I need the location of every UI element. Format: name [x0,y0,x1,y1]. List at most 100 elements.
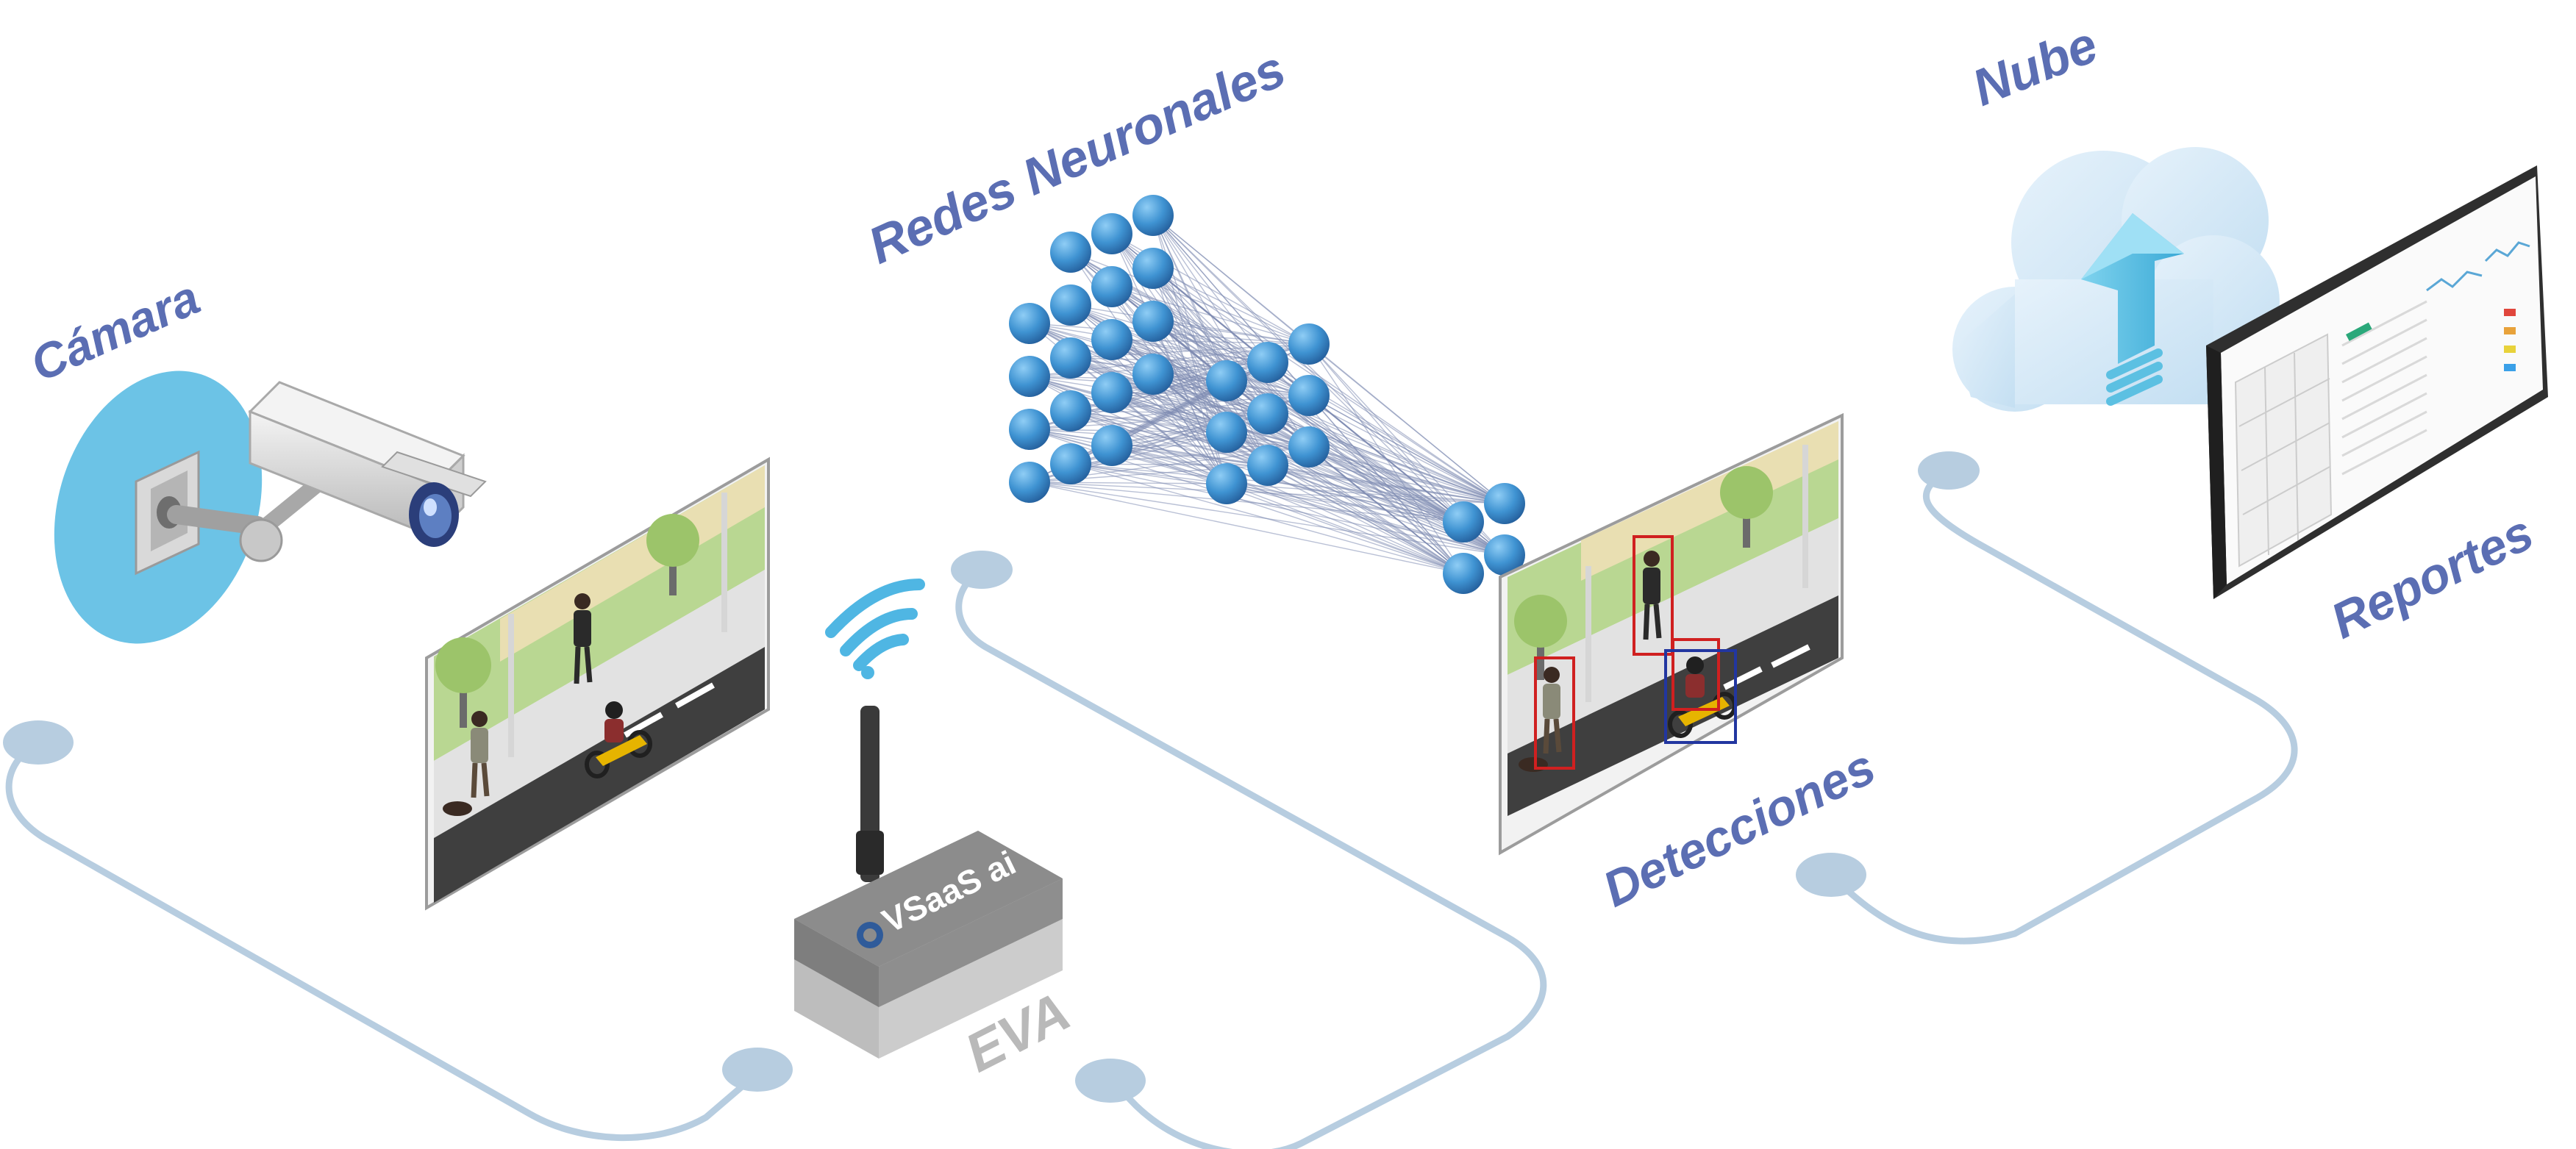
nn-node [1091,425,1132,466]
nn-edge [1308,446,1505,504]
nn-node [1132,354,1174,395]
nn-node [1091,213,1132,254]
nn-node [1009,409,1050,450]
connector-endpoints [3,451,1980,1103]
nn-node [1484,534,1525,576]
nn-node [1009,356,1050,397]
nn-node [1050,232,1091,273]
nn-edge [1111,392,1227,484]
motorcycle-rider-icon [585,701,652,778]
nn-edge [1152,321,1310,396]
detection-box-guard [1534,656,1575,770]
nn-edge [1070,463,1464,523]
camera-illustration [54,371,487,644]
nn-edge [1070,463,1464,574]
nn-edge [1070,410,1464,574]
nn-edge [1308,395,1505,504]
detection-box-rider [1671,638,1720,711]
dashboard-map [2234,333,2333,568]
cloud-label: Nube [1964,15,2105,117]
nn-edge [1111,445,1464,523]
person-icon [1643,551,1662,640]
camera-mount [135,450,324,576]
dashboard-status-colors [2504,309,2516,371]
nn-nodes [1009,195,1525,594]
connector-dot [722,1048,793,1092]
nn-node [1288,375,1330,416]
cloud-icon [1952,147,2280,412]
dashboard-list [2341,300,2427,476]
nn-edge [1226,483,1464,574]
connector-dot [3,720,74,765]
connector-camera-to-eva [5,739,761,1142]
person-icon [574,593,593,684]
nn-node [1206,463,1247,504]
nn-edge [1111,445,1464,574]
detection-box-person [1633,535,1674,656]
tree-icon [435,637,491,728]
nn-node [1247,445,1288,486]
tree-icon [1514,595,1567,680]
dashboard-sparklines [2426,241,2530,292]
nn-edge [1152,215,1505,556]
nn-node [1091,319,1132,360]
nn-node [1050,390,1091,432]
nn-edge [1308,446,1464,574]
nn-edge [1029,482,1464,574]
motorcycle-rider-icon [1668,656,1737,738]
camera-body [248,381,487,547]
nn-node [1132,248,1174,289]
tree-icon [646,514,699,595]
eva-device: VSaaS ai [794,579,1063,1059]
connector-lines [5,470,2298,1149]
upload-arrow-icon [2081,213,2184,406]
nn-edge [1308,343,1505,504]
connector-dot [1075,1059,1146,1103]
nn-edge [1267,465,1464,574]
nn-node [1443,501,1484,543]
nn-edge [1152,268,1310,345]
nn-node [1288,323,1330,365]
nn-edge [1152,215,1269,363]
vsaas-logo-icon [857,922,883,948]
connector-dot [951,551,1013,589]
nn-node [1009,303,1050,344]
detection-box-motorcycle [1664,649,1737,744]
nn-edge [1152,373,1227,484]
nn-node [1206,360,1247,401]
reports-label: Reportes [2322,504,2541,650]
reports-dashboard [2206,165,2548,599]
nn-node [1132,195,1174,236]
wifi-icon [825,579,925,679]
raw-video-screen [425,457,770,911]
nn-edge [1152,215,1464,523]
dashboard-badge [2346,322,2372,341]
tree-icon [1720,466,1773,548]
connector-dot [1918,451,1980,490]
nn-node [1247,342,1288,383]
nn-edge [1152,373,1505,504]
connector-detections-to-cloud [1827,470,2298,945]
nn-node [1050,284,1091,326]
nn-edge [1152,373,1464,574]
guard-with-dog-icon [443,711,490,816]
nn-node [1050,443,1091,484]
connector-dot [1796,853,1866,897]
nn-node [1050,337,1091,379]
nn-edge [1152,268,1464,574]
nn-node [1247,393,1288,434]
guard-with-dog-icon [1519,667,1562,772]
nn-edge [1308,446,1464,523]
connector-eva-to-detections [955,566,1547,1149]
nn-edge [1070,463,1227,484]
detections-screen [1499,412,1844,856]
nn-node [1288,426,1330,468]
nn-edge [1152,268,1505,504]
nn-node [1443,553,1484,594]
nn-edge [1308,343,1464,523]
neural-network [1009,195,1525,594]
nn-node [1091,266,1132,307]
nn-node [1132,301,1174,342]
nn-edge [1029,482,1464,523]
nn-node [1091,372,1132,413]
